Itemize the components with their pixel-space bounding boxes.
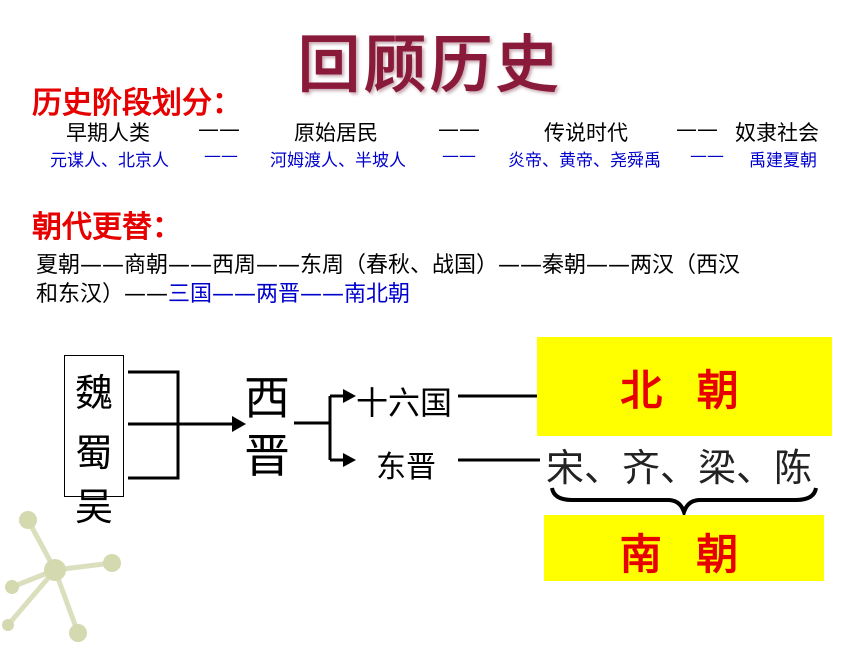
kingdom-shu: 蜀 bbox=[74, 431, 113, 475]
example-primitive-inhabitants: 河姆渡人、半坡人 bbox=[270, 151, 406, 171]
period-dash: —— bbox=[198, 117, 240, 141]
south-dynasties-brace bbox=[550, 487, 818, 519]
period-slave-society: 奴隶社会 bbox=[735, 121, 819, 145]
sixteen-kingdoms-label: 十六国 bbox=[356, 384, 453, 422]
example-slave-society: 禹建夏朝 bbox=[749, 151, 817, 171]
southern-dynasties-box: 南 朝 bbox=[544, 515, 824, 581]
stages-heading: 历史阶段划分： bbox=[32, 86, 242, 121]
kingdom-wei: 魏 bbox=[74, 371, 113, 415]
example-legendary-age: 炎帝、黄帝、尧舜禹 bbox=[508, 151, 661, 171]
example-early-humans: 元谋人、北京人 bbox=[50, 151, 169, 171]
period-early-humans: 早期人类 bbox=[66, 121, 150, 145]
eastern-jin-label: 东晋 bbox=[376, 450, 436, 485]
dynasty-line-2-blue: 三国——两晋——南北朝 bbox=[168, 282, 411, 307]
three-kingdoms-box bbox=[64, 355, 124, 497]
page-title: 回顾历史 bbox=[297, 28, 562, 101]
dynasty-line-2-black: 和东汉）—— bbox=[36, 282, 169, 307]
period-legendary-age: 传说时代 bbox=[544, 121, 628, 145]
southern-dynasties-label: 南 朝 bbox=[619, 530, 749, 579]
example-dash: —— bbox=[442, 146, 476, 166]
period-primitive-inhabitants: 原始居民 bbox=[294, 121, 378, 145]
dynasties-heading: 朝代更替： bbox=[32, 210, 182, 245]
northern-dynasties-label: 北 朝 bbox=[620, 366, 749, 415]
dynasty-sequence-line-2: 和东汉）——三国——两晋——南北朝 bbox=[36, 276, 410, 308]
western-jin-char-1: 西 bbox=[244, 371, 290, 425]
western-jin-char-2: 晋 bbox=[244, 429, 290, 483]
dynasty-sequence-line-1: 夏朝——商朝——西周——东周（春秋、战国）——秦朝——两汉（西汉 bbox=[36, 253, 741, 278]
example-dash: —— bbox=[690, 146, 724, 166]
period-dash: —— bbox=[438, 117, 480, 141]
kingdom-wu: 吴 bbox=[74, 485, 113, 529]
example-dash: —— bbox=[204, 146, 238, 166]
decorative-molecule-graphic bbox=[2, 511, 121, 642]
northern-dynasties-box: 北 朝 bbox=[537, 337, 832, 436]
southern-dynasties-list: 宋、齐、梁、陈 bbox=[546, 446, 813, 490]
period-dash: —— bbox=[676, 117, 718, 141]
